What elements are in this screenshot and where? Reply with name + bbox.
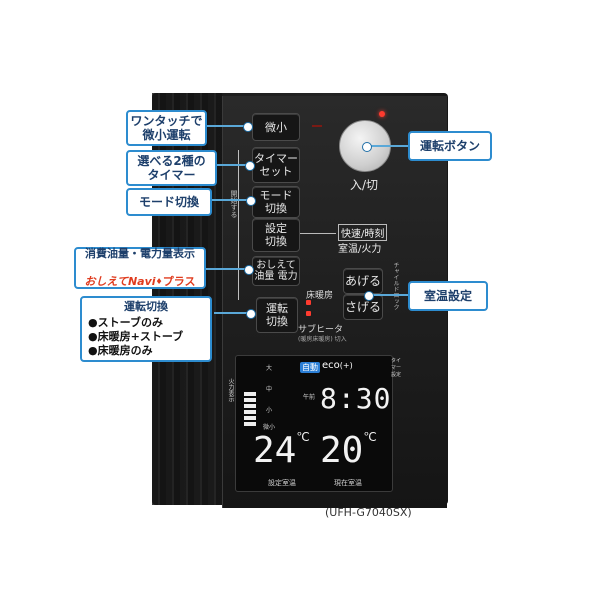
set-temp-number: 24 [253, 430, 297, 471]
sageru-button[interactable]: さげる [343, 294, 383, 320]
eco-badge: eco(+) [322, 360, 353, 371]
run-switch-item: ●ストーブのみ [88, 316, 163, 329]
settei-switch-button[interactable]: 設定 切換 [252, 218, 300, 252]
room-temp-unit: ℃ [363, 430, 377, 444]
connector-power [368, 145, 408, 147]
level-bisho: 微小 [263, 424, 276, 431]
connector-timer [215, 164, 249, 166]
dot-one-touch [243, 122, 253, 132]
dot-run [246, 309, 256, 319]
bisho-button[interactable]: 微小 [252, 113, 300, 141]
oshiete-button[interactable]: おしえて 油量 電力 [252, 256, 300, 286]
room-temp-label: 現在室温 [334, 479, 362, 487]
unten-switch-button[interactable]: 運転 切換 [256, 297, 298, 333]
right-timer-label: タイマー 設定 [391, 358, 402, 378]
shitsuon-label: 室温/火力 [338, 244, 382, 255]
callout-run-switch: 運転切換 ●ストーブのみ ●床暖房+ストーブ ●床暖房のみ [80, 296, 212, 362]
eco-suffix: (+) [339, 361, 353, 370]
model-caption: (UFH-G7040SX) [325, 506, 412, 519]
dot-mode [246, 196, 256, 206]
run-switch-item: ●床暖房+ストーブ [88, 330, 184, 343]
level-sho: 小 [266, 407, 273, 414]
room-temp-number: 20 [320, 430, 364, 471]
run-switch-title: 運転切換 [124, 300, 168, 313]
room-temp-value: 20℃ [320, 430, 377, 471]
level-chu: 中 [266, 386, 273, 393]
panel-line [300, 233, 336, 234]
callout-timer: 選べる2種の タイマー [126, 150, 217, 186]
yukadanbo-led [306, 300, 311, 305]
kaisoku-label: 快速/時刻 [338, 224, 388, 241]
run-switch-item: ●床暖房のみ [88, 344, 153, 357]
power-indicator [379, 111, 385, 117]
dot-oshiete [244, 265, 254, 275]
power-button-label: 入/切 [349, 178, 379, 192]
set-temp-label: 設定室温 [268, 479, 296, 487]
dot-temp [364, 291, 374, 301]
bisho-indicator [312, 125, 322, 127]
oshiete-line2: おしえてNavi♦プラス [85, 261, 196, 289]
eco-label: eco [322, 360, 340, 371]
callout-power: 運転ボタン [408, 131, 492, 161]
guide-line [238, 150, 239, 300]
level-dai: 大 [266, 365, 273, 372]
connector-one-touch [205, 125, 247, 127]
dot-power [362, 142, 372, 152]
fire-label: 火力表示 [227, 378, 234, 402]
mode-switch-button[interactable]: モード 切換 [252, 186, 300, 218]
fire-level-bars [244, 392, 256, 428]
side-note-label: 開始する [230, 190, 238, 218]
callout-temp: 室温設定 [408, 281, 488, 311]
oshiete-navi: おしえてNavi [84, 275, 156, 288]
set-temp-unit: ℃ [296, 430, 310, 444]
clock-time: 8:30 [320, 382, 392, 415]
lcd-display [235, 355, 393, 492]
auto-badge: 自動 [300, 362, 320, 373]
timer-set-button[interactable]: タイマー セット [252, 147, 300, 183]
connector-temp [370, 294, 410, 296]
subheater-note: (暖房床暖房) 切入 [298, 336, 347, 343]
callout-mode: モード切換 [126, 188, 212, 216]
navi-star-icon: ♦ [155, 277, 163, 286]
dot-timer [245, 161, 255, 171]
subheater-label: サブヒータ [298, 325, 344, 335]
set-temp-value: 24℃ [253, 430, 310, 471]
subheater-led [306, 311, 311, 316]
time-label: 午前 [303, 394, 316, 401]
connector-oshiete [204, 268, 248, 270]
side-note-label-2: チャイルドロック [392, 262, 399, 310]
callout-one-touch: ワンタッチで 微小運転 [126, 110, 207, 146]
oshiete-line1: 消費油量・電力量表示 [85, 247, 195, 260]
connector-run [214, 312, 250, 314]
ageru-button[interactable]: あげる [343, 268, 383, 294]
oshiete-plus: プラス [162, 275, 196, 288]
yukadanbo-label: 床暖房 [306, 291, 334, 301]
connector-mode [210, 199, 250, 201]
callout-oshiete: 消費油量・電力量表示 おしえてNavi♦プラス [74, 247, 206, 289]
